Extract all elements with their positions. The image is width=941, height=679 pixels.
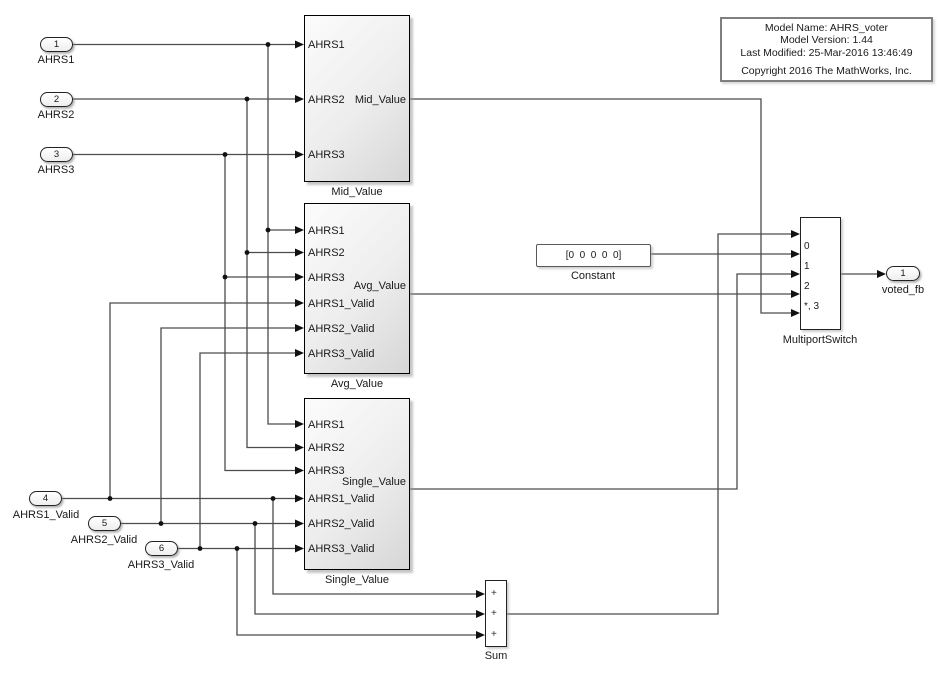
inport-3[interactable]: 3	[40, 147, 73, 162]
wire-ahrs2valid-avg	[160, 327, 296, 524]
block-multiport-switch[interactable]: 0 1 2 *, 3	[800, 217, 841, 330]
block-multiport-switch-name[interactable]: MultiportSwitch	[782, 334, 858, 346]
mid-out-label: Mid_Value	[354, 94, 406, 106]
signal-wires[interactable]	[62, 43, 878, 636]
block-sum[interactable]: + + +	[485, 580, 507, 647]
single-in-ahrs3: AHRS3	[308, 465, 345, 477]
sum-plus-3: +	[491, 629, 497, 640]
switch-port-1-label: 1	[804, 261, 810, 272]
wire-midvalue-out	[410, 98, 792, 314]
inport-6-label: AHRS3_Valid	[127, 559, 195, 571]
wire-sum-out	[507, 233, 792, 615]
wire-ahrs3-branch	[224, 154, 296, 472]
switch-port-star3-label: *, 3	[804, 301, 820, 312]
inport-4[interactable]: 4	[29, 491, 62, 506]
switch-port-2-label: 2	[804, 281, 810, 292]
inport-4-label: AHRS1_Valid	[12, 509, 80, 521]
inport-1-label: AHRS1	[37, 54, 75, 66]
wire-ahrs1valid-sum	[272, 498, 477, 595]
sum-plus-1: +	[491, 588, 497, 599]
constant-value: [0 0 0 0 0]	[565, 250, 622, 261]
annotation-last-modified: Last Modified: 25-Mar-2016 13:46:49	[740, 46, 913, 59]
annotation-copyright: Copyright 2016 The MathWorks, Inc.	[741, 65, 912, 77]
model-info-annotation[interactable]: Model Name: AHRS_voter Model Version: 1.…	[720, 17, 933, 82]
block-single-value[interactable]: AHRS1 AHRS2 AHRS3 AHRS1_Valid AHRS2_Vali…	[304, 398, 410, 570]
inport-2-label: AHRS2	[37, 109, 75, 121]
inport-6-number: 6	[158, 543, 165, 554]
inport-1-number: 1	[53, 39, 60, 50]
inport-4-number: 4	[42, 493, 49, 504]
annotation-model-name: Model Name: AHRS_voter	[764, 21, 889, 34]
inport-5-number: 5	[101, 518, 108, 529]
mid-in-ahrs2: AHRS2	[308, 94, 345, 106]
inport-6[interactable]: 6	[145, 541, 178, 556]
outport-number: 1	[900, 268, 906, 279]
inport-5-label: AHRS2_Valid	[70, 534, 138, 546]
wire-ahrs2valid-sum	[254, 523, 477, 615]
inport-5[interactable]: 5	[88, 516, 121, 531]
single-in-ahrs1: AHRS1	[308, 419, 345, 431]
switch-port-0-label: 0	[804, 241, 810, 252]
block-mid-value[interactable]: AHRS1 AHRS2 AHRS3 Mid_Value	[304, 15, 410, 182]
sum-plus-2: +	[491, 608, 497, 619]
block-constant[interactable]: [0 0 0 0 0]	[536, 244, 651, 267]
annotation-model-version: Model Version: 1.44	[780, 34, 873, 46]
avg-in-ahrs2: AHRS2	[308, 247, 345, 259]
outport-voted-fb[interactable]: 1	[886, 266, 920, 281]
single-in-ahrs2valid: AHRS2_Valid	[308, 518, 375, 530]
outport-voted-fb-label: voted_fb	[881, 284, 925, 296]
arrowheads	[295, 40, 886, 639]
avg-in-ahrs1valid: AHRS1_Valid	[308, 298, 375, 310]
wire-ahrs3valid-sum	[236, 548, 477, 636]
inport-2[interactable]: 2	[40, 92, 73, 107]
junction-dots	[107, 42, 276, 551]
avg-in-ahrs1: AHRS1	[308, 225, 345, 237]
wire-singlevalue-out	[410, 273, 792, 490]
wire-ahrs2-branch	[246, 99, 296, 449]
wire-ahrs1valid-avg	[109, 302, 296, 499]
avg-out-label: Avg_Value	[353, 280, 406, 292]
block-mid-value-name[interactable]: Mid_Value	[331, 186, 383, 198]
mid-in-ahrs3: AHRS3	[308, 149, 345, 161]
inport-1[interactable]: 1	[40, 37, 73, 52]
inport-2-number: 2	[53, 94, 60, 105]
block-single-value-name[interactable]: Single_Value	[324, 574, 390, 586]
block-sum-name[interactable]: Sum	[484, 650, 508, 662]
single-in-ahrs2: AHRS2	[308, 442, 345, 454]
single-in-ahrs1valid: AHRS1_Valid	[308, 493, 375, 505]
mid-in-ahrs1: AHRS1	[308, 39, 345, 51]
avg-in-ahrs3valid: AHRS3_Valid	[308, 348, 375, 360]
single-in-ahrs3valid: AHRS3_Valid	[308, 543, 375, 555]
wire-ahrs1-branch	[267, 44, 296, 425]
block-avg-value[interactable]: AHRS1 AHRS2 AHRS3 AHRS1_Valid AHRS2_Vali…	[304, 203, 410, 374]
inport-3-label: AHRS3	[37, 164, 75, 176]
avg-in-ahrs2valid: AHRS2_Valid	[308, 323, 375, 335]
inport-3-number: 3	[53, 149, 60, 160]
block-avg-value-name[interactable]: Avg_Value	[330, 378, 384, 390]
avg-in-ahrs3: AHRS3	[308, 272, 345, 284]
wire-ahrs3valid-avg	[199, 352, 296, 549]
single-out-label: Single_Value	[341, 476, 406, 488]
block-constant-name[interactable]: Constant	[570, 270, 616, 282]
